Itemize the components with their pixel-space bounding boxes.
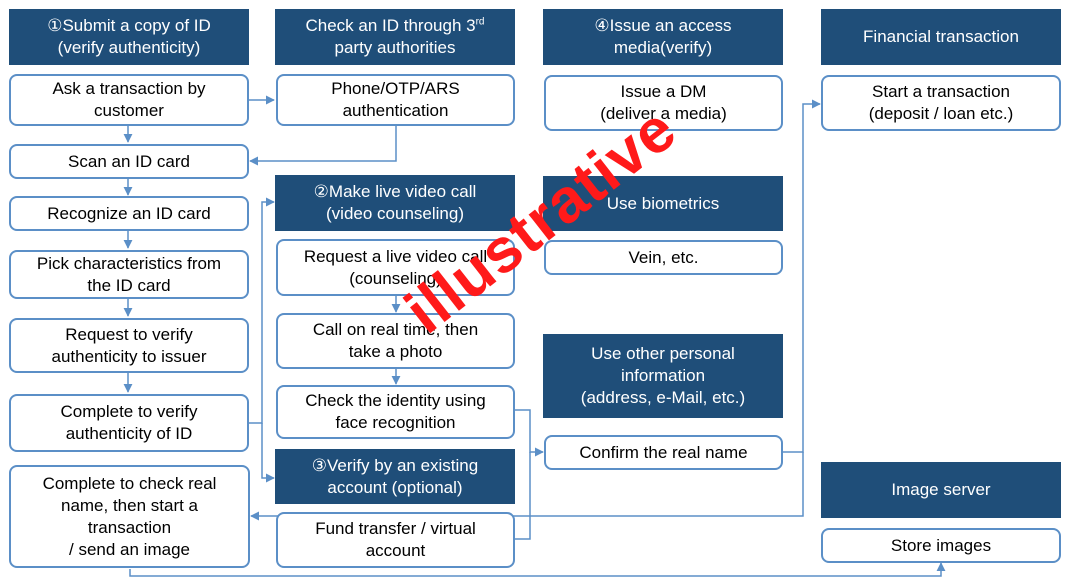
step-recognize-id: Recognize an ID card <box>9 196 249 231</box>
step-request-verify: Request to verify authenticity to issuer <box>9 318 249 373</box>
header-submit-id: ①Submit a copy of ID (verify authenticit… <box>9 9 249 65</box>
header-live-video: ②Make live video call (video counseling) <box>275 175 515 231</box>
header-access-media-line1: ④Issue an access <box>594 16 732 35</box>
header-third-party-line2: party authorities <box>334 38 456 57</box>
step-face-line2: face recognition <box>335 413 456 432</box>
step-pick-characteristics: Pick characteristics from the ID card <box>9 250 249 299</box>
step-request-video-call: Request a live video call (counseling) <box>276 239 515 296</box>
step-confirm-label: Confirm the real name <box>579 442 748 462</box>
step-recognize-label: Recognize an ID card <box>47 203 211 223</box>
step-video-request-line1: Request a live video call <box>303 246 488 266</box>
step-vein: Vein, etc. <box>544 240 783 275</box>
header-financial-transaction: Financial transaction <box>821 9 1061 65</box>
header-submit-id-line2: (verify authenticity) <box>57 38 201 57</box>
header-live-video-line2: (video counseling) <box>326 204 464 223</box>
step-start-transaction: Start a transaction (deposit / loan etc.… <box>821 75 1061 131</box>
step-call-line2: take a photo <box>348 342 443 361</box>
step-phone-otp-ars: Phone/OTP/ARS authentication <box>276 74 515 126</box>
header-third-party-sup: rd <box>475 16 485 28</box>
arrow-confirm-to-start <box>783 99 821 453</box>
step-face-line1: Check the identity using <box>305 391 486 410</box>
step-request-line1: Request to verify <box>65 324 193 344</box>
step-ask-line1: Ask a transaction by <box>52 79 206 98</box>
step-dm-line2: (deliver a media) <box>600 104 727 123</box>
step-face-recognition: Check the identity using face recognitio… <box>276 385 515 439</box>
step-final-line2: name, then start a <box>60 495 199 515</box>
header-access-media: ④Issue an access media(verify) <box>543 9 783 65</box>
header-personal-info-line2: information <box>620 366 706 385</box>
step-fund-line1: Fund transfer / virtual <box>315 519 476 538</box>
step-store-images: Store images <box>821 528 1061 563</box>
step-fund-transfer: Fund transfer / virtual account <box>276 512 515 568</box>
header-existing-account-line2: account (optional) <box>327 477 463 497</box>
step-issue-dm: Issue a DM (deliver a media) <box>544 75 783 131</box>
step-complete-verify: Complete to verify authenticity of ID <box>9 394 249 452</box>
header-submit-id-line1: ①Submit a copy of ID <box>47 16 211 35</box>
arrow-face-to-confirm <box>515 409 544 457</box>
step-final-start-transaction: Complete to check real name, then start … <box>9 465 250 568</box>
step-start-line2: (deposit / loan etc.) <box>868 104 1014 123</box>
header-financial-label: Financial transaction <box>863 27 1019 46</box>
step-start-line1: Start a transaction <box>872 82 1010 101</box>
header-personal-info-line3: (address, e-Mail, etc.) <box>580 388 746 407</box>
step-final-line1: Complete to check real <box>42 473 217 493</box>
step-request-line2: authenticity to issuer <box>51 346 207 366</box>
header-biometrics: Use biometrics <box>543 176 783 231</box>
header-existing-account-line1: ③Verify by an existing <box>311 455 479 475</box>
step-vein-label: Vein, etc. <box>628 247 699 267</box>
header-live-video-line1: ②Make live video call <box>313 182 477 201</box>
arrow-complete-to-account <box>261 423 275 483</box>
step-scan-id: Scan an ID card <box>9 144 249 179</box>
header-third-party-line1: Check an ID through 3rd <box>305 15 484 37</box>
step-dm-line1: Issue a DM <box>620 82 707 101</box>
step-pick-line1: Pick characteristics from <box>36 253 222 273</box>
step-store-label: Store images <box>890 535 992 555</box>
arrow-complete-to-video <box>249 197 275 424</box>
header-biometrics-label: Use biometrics <box>606 193 720 213</box>
step-complete-line2: authenticity of ID <box>65 424 193 443</box>
arrow-final-to-store <box>129 562 946 577</box>
step-call-take-photo: Call on real time, then take a photo <box>276 313 515 369</box>
step-phone-line2: authentication <box>342 101 449 120</box>
arrow-phone-to-scan <box>249 126 397 166</box>
step-ask-line2: customer <box>94 101 164 120</box>
header-existing-account: ③Verify by an existing account (optional… <box>275 449 515 504</box>
header-third-party-text: Check an ID through 3 <box>305 16 476 35</box>
step-scan-label: Scan an ID card <box>68 151 190 171</box>
step-video-request-line2: (counseling) <box>349 268 442 288</box>
step-fund-line2: account <box>365 541 426 560</box>
header-image-server: Image server <box>821 462 1061 518</box>
step-final-line4: / send an image <box>69 539 190 559</box>
step-call-line1: Call on real time, then <box>312 320 479 339</box>
step-final-line3: transaction <box>87 517 172 537</box>
header-image-server-label: Image server <box>891 480 991 499</box>
step-phone-line1: Phone/OTP/ARS <box>331 79 460 98</box>
header-personal-info-line1: Use other personal <box>591 344 735 363</box>
step-pick-line2: the ID card <box>87 275 171 295</box>
step-complete-line1: Complete to verify <box>60 402 198 421</box>
header-personal-info: Use other personal information (address,… <box>543 334 783 418</box>
step-confirm-real-name: Confirm the real name <box>544 435 783 470</box>
header-access-media-line2: media(verify) <box>613 38 713 57</box>
line-fund-to-confirm <box>515 452 531 540</box>
step-ask-transaction: Ask a transaction by customer <box>9 74 249 126</box>
header-third-party: Check an ID through 3rd party authoritie… <box>275 9 515 65</box>
